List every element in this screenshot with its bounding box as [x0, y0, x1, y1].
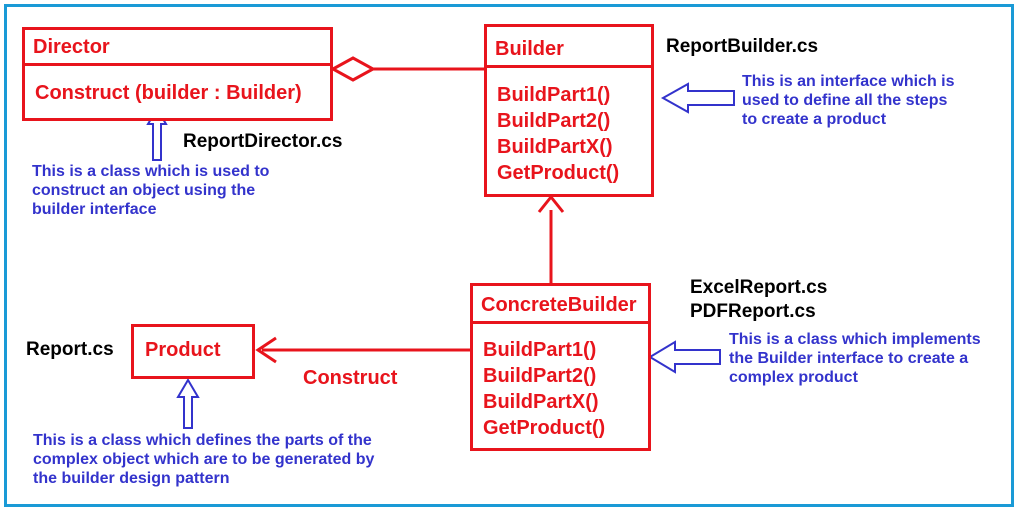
- product-note: This is a class which defines the parts …: [33, 431, 374, 488]
- director-class: Director Construct (builder : Builder): [22, 27, 333, 121]
- product-class-name: Product: [145, 339, 221, 361]
- builder-filename: ReportBuilder.cs: [666, 36, 819, 57]
- concrete-builder-note-line: This is a class which implements: [729, 331, 981, 348]
- director-class-divider: [25, 63, 330, 66]
- diagram-frame: [4, 4, 1014, 507]
- product-class: Product: [131, 324, 255, 379]
- concrete-builder-note-line: complex product: [729, 369, 858, 386]
- concrete-builder-method: BuildPart2(): [483, 365, 597, 387]
- concrete-builder-note-arrow-icon: [648, 340, 721, 374]
- concrete-builder-note: This is a class which implements the Bui…: [729, 330, 981, 387]
- builder-method: BuildPart2(): [497, 110, 611, 132]
- director-note-line: This is a class which is used to: [32, 163, 270, 180]
- inheritance-arrowhead: [537, 194, 565, 213]
- director-filename: ReportDirector.cs: [183, 131, 343, 152]
- director-note: This is a class which is used to constru…: [32, 162, 269, 219]
- builder-note-line: to create a product: [742, 111, 887, 128]
- concrete-builder-note-line: the Builder interface to create a: [729, 350, 969, 367]
- builder-interface: Builder BuildPart1() BuildPart2() BuildP…: [484, 24, 654, 197]
- aggregation-diamond: [329, 56, 377, 82]
- concrete-builder-class-name: ConcreteBuilder: [481, 294, 637, 316]
- builder-note-arrow-icon: [660, 82, 735, 114]
- product-note-arrow-icon: [176, 378, 200, 429]
- builder-method-list: BuildPart1() BuildPart2() BuildPartX() G…: [487, 68, 651, 192]
- builder-note-line: This is an interface which is: [742, 73, 955, 90]
- construct-arrowhead: [255, 336, 277, 364]
- director-note-line: construct an object using the: [32, 182, 256, 199]
- builder-method: BuildPart1(): [497, 84, 611, 106]
- concrete-builder-method: GetProduct(): [483, 417, 606, 439]
- concrete-builder-filename: ExcelReport.cs: [690, 277, 828, 298]
- builder-method: GetProduct(): [497, 162, 620, 184]
- concrete-builder-filename: PDFReport.cs: [690, 301, 816, 322]
- director-class-name: Director: [33, 36, 110, 58]
- concrete-builder-class: ConcreteBuilder BuildPart1() BuildPart2(…: [470, 283, 651, 451]
- concrete-builder-method: BuildPartX(): [483, 391, 599, 413]
- builder-interface-name: Builder: [495, 38, 564, 60]
- concrete-builder-method-list: BuildPart1() BuildPart2() BuildPartX() G…: [473, 324, 648, 447]
- product-note-line: This is a class which defines the parts …: [33, 432, 372, 449]
- builder-note-line: used to define all the steps: [742, 92, 948, 109]
- director-operation: Construct (builder : Builder): [35, 82, 302, 104]
- product-filename: Report.cs: [26, 339, 114, 360]
- concrete-builder-method: BuildPart1(): [483, 339, 597, 361]
- concrete-builder-class-divider: [473, 321, 648, 324]
- construct-relation-label: Construct: [303, 367, 398, 389]
- product-note-line: complex object which are to be generated…: [33, 451, 375, 468]
- builder-method: BuildPartX(): [497, 136, 613, 158]
- builder-interface-divider: [487, 65, 651, 68]
- builder-note: This is an interface which is used to de…: [742, 72, 955, 129]
- director-note-line: builder interface: [32, 201, 157, 218]
- product-note-line: the builder design pattern: [33, 470, 230, 487]
